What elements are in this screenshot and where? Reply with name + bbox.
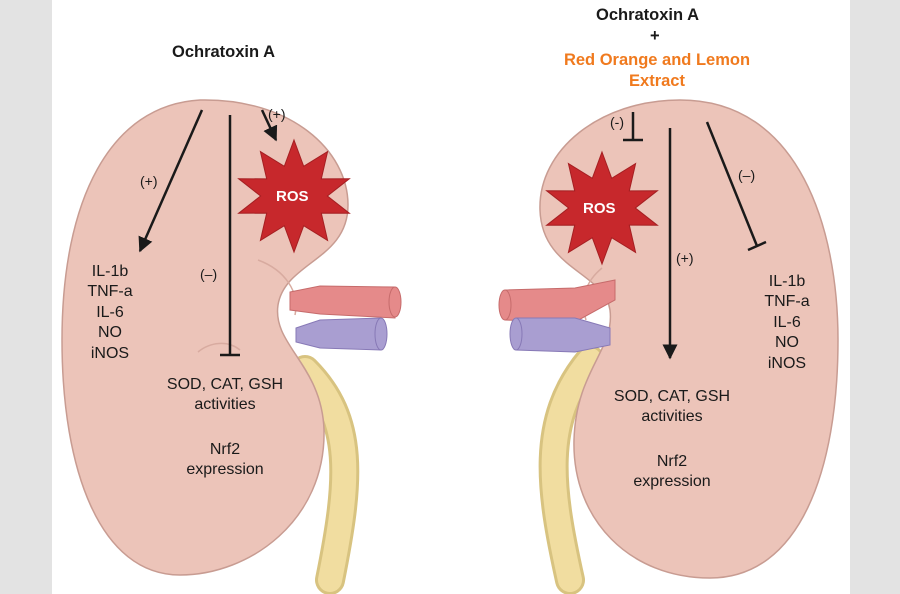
right-antioxidant-line2: activities xyxy=(641,408,703,426)
right-sign-cytokines: (–) xyxy=(738,167,756,183)
right-nrf2-line1: Nrf2 xyxy=(656,453,688,470)
right-extract-label: Red Orange and Lemon Extract xyxy=(542,50,772,92)
left-renal-artery xyxy=(289,285,396,319)
right-renal-vein xyxy=(515,317,611,353)
left-cytokine-list: IL-1b TNF-a IL-6 NO iNOS xyxy=(70,262,150,364)
right-cytokine-list: IL-1b TNF-a IL-6 NO iNOS xyxy=(747,272,827,374)
right-nrf2-line2: expression xyxy=(633,473,711,491)
left-cytokine-item: iNOS xyxy=(90,344,130,362)
left-cytokine-item: TNF-a xyxy=(87,283,133,301)
right-sign-antioxidants: (+) xyxy=(676,250,694,266)
left-cytokine-item: NO xyxy=(98,324,122,342)
right-antioxidant-label: SOD, CAT, GSH activities xyxy=(597,387,747,428)
left-sign-ros: (+) xyxy=(268,106,286,122)
right-kidney xyxy=(498,99,839,594)
right-extract-line2: Extract xyxy=(629,72,685,91)
left-ros-burst xyxy=(237,138,351,254)
left-kidney xyxy=(61,99,402,594)
left-antioxidant-line2: activities xyxy=(194,396,256,414)
right-ros-label: ROS xyxy=(583,200,616,217)
right-sign-ros: (-) xyxy=(610,114,624,130)
right-cytokine-item: TNF-a xyxy=(764,293,810,311)
right-cytokine-item: iNOS xyxy=(767,354,807,372)
left-nrf2-label: Nrf2 expression xyxy=(165,440,285,481)
right-antioxidant-line1: SOD, CAT, GSH xyxy=(613,388,731,405)
left-nrf2-line2: expression xyxy=(186,461,264,479)
left-antioxidant-line1: SOD, CAT, GSH xyxy=(166,376,284,393)
left-renal-vein xyxy=(295,317,382,351)
right-renal-artery xyxy=(504,279,616,323)
right-nrf2-label: Nrf2 expression xyxy=(612,452,732,493)
right-extract-line1: Red Orange and Lemon xyxy=(563,51,751,69)
right-inhibit-cytokines xyxy=(705,121,759,247)
right-cytokine-item: IL-1b xyxy=(768,273,806,290)
left-ros-label: ROS xyxy=(276,188,309,205)
left-cytokine-item: IL-6 xyxy=(96,303,124,321)
left-sign-antioxidants: (–) xyxy=(200,266,218,282)
right-title: Ochratoxin A xyxy=(596,6,699,24)
left-arrow-ros xyxy=(260,109,278,142)
left-title: Ochratoxin A xyxy=(172,43,275,61)
left-antioxidant-label: SOD, CAT, GSH activities xyxy=(150,375,300,416)
left-arrow-cytokines xyxy=(138,109,204,253)
left-sign-cytokines: (+) xyxy=(140,173,158,189)
right-cytokine-item: IL-6 xyxy=(773,313,801,331)
right-cytokine-item: NO xyxy=(775,334,799,352)
left-nrf2-line1: Nrf2 xyxy=(209,441,241,458)
right-plus: + xyxy=(650,27,660,45)
left-cytokine-item: IL-1b xyxy=(91,263,129,280)
right-ros-burst xyxy=(545,150,659,266)
